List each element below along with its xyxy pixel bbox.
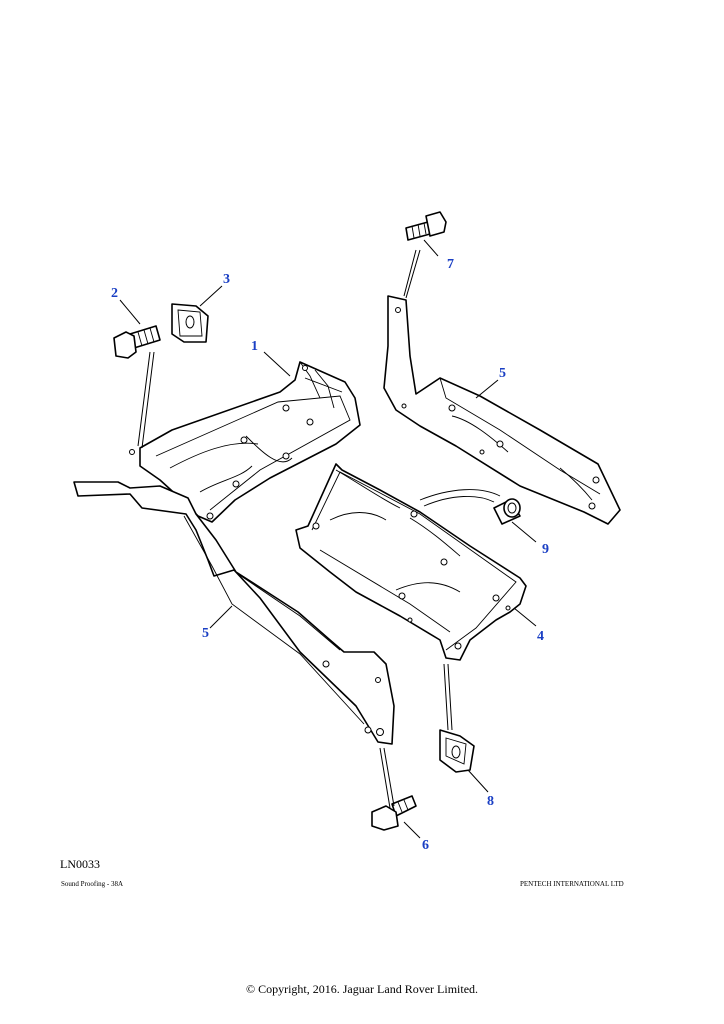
part-6-bolt [371, 795, 417, 831]
part-8-clip [439, 729, 475, 773]
copyright-notice: © Copyright, 2016. Jaguar Land Rover Lim… [245, 982, 479, 996]
callout-7: 7 [447, 257, 454, 272]
callout-6: 6 [422, 838, 429, 853]
callout-9: 9 [542, 542, 549, 557]
part-2-bolt [113, 325, 161, 359]
callout-8: 8 [487, 794, 494, 809]
part-4-tray-panel [295, 463, 527, 661]
part-3-clip [171, 303, 209, 343]
callout-5-upper: 5 [499, 366, 506, 381]
callout-4: 4 [537, 629, 544, 644]
part-5-lower-bracket [73, 481, 395, 745]
callout-3: 3 [223, 272, 230, 287]
publisher-caption: PENTECH INTERNATIONAL LTD [520, 880, 624, 888]
part-1-front-panel [129, 361, 361, 523]
part-7-bolt [405, 211, 447, 241]
leader-lines [119, 239, 537, 839]
diagram-reference-code: LN0033 [60, 857, 100, 871]
part-9-grommet [419, 489, 521, 525]
callout-2: 2 [111, 286, 118, 301]
callout-5-lower: 5 [202, 626, 209, 641]
part-5-upper-bracket [383, 295, 621, 525]
callout-1: 1 [251, 339, 258, 354]
section-caption: Sound Proofing - 38A [61, 880, 124, 888]
